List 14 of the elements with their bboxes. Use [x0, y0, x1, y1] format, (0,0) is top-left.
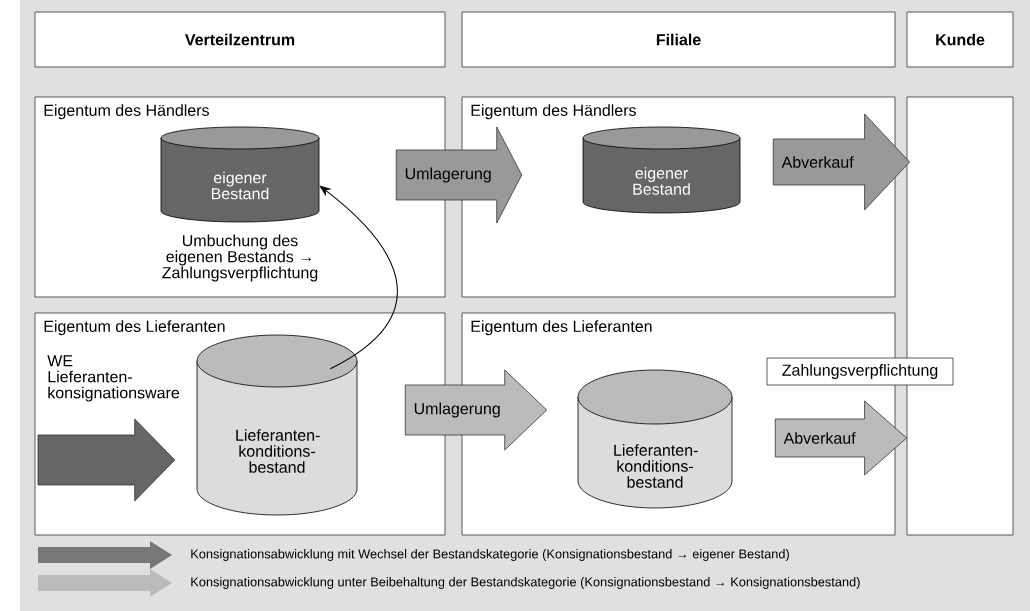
edge-label: Umbuchung des eigenen Bestands → Zahlungsverpflichtung	[162, 234, 318, 282]
block-arrow	[37, 418, 176, 502]
text-box: Zahlungsverpflichtung	[766, 357, 954, 386]
column-header: Verteilzentrum	[34, 11, 446, 68]
legend-text: Konsignationsabwicklung unter Beibehaltung der Bestandskategorie (Konsignationsbestand → Konsignationsbestand)	[191, 577, 860, 589]
curved-arrow	[319, 185, 398, 370]
cylinder: eigener Bestand	[160, 126, 320, 223]
cylinder: eigener Bestand	[582, 126, 741, 214]
legend-text: Konsignationsabwicklung mit Wechsel der Bestandskategorie (Konsignationsbestand → eigener Bestand)	[191, 549, 789, 561]
column-header: Kunde	[906, 11, 1014, 68]
cylinder: Lieferanten-konditions-bestand	[577, 369, 733, 509]
column-header: Filiale	[461, 11, 896, 68]
edge-label: WE Lieferanten-konsignationsware	[47, 355, 180, 402]
cylinder: Lieferanten-konditions-bestand	[196, 334, 358, 516]
